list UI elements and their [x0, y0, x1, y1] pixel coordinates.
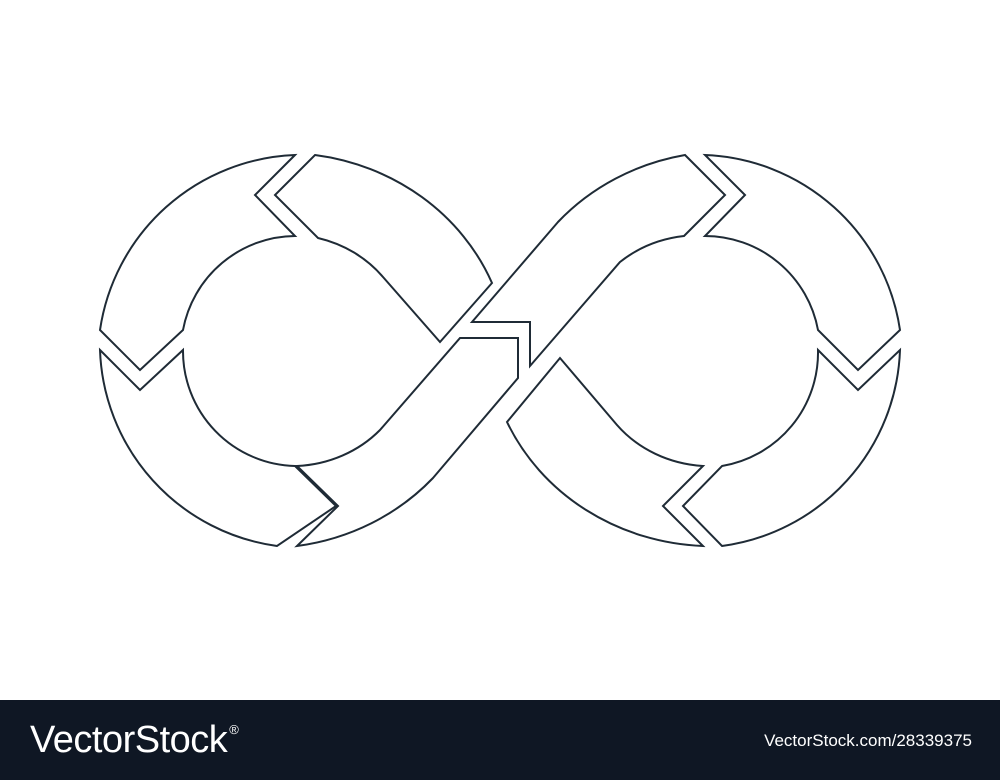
left-loop-top-right-arrow	[273, 153, 494, 344]
image-id-text: VectorStock.com/28339375	[764, 730, 972, 750]
infinity-arrows-illustration	[98, 153, 902, 548]
brand-name: VectorStock	[30, 719, 228, 761]
right-loop-top-right-arrow	[702, 153, 902, 372]
right-loop-bottom-right-arrow	[681, 347, 902, 548]
left-loop-bottom-left-arrow	[98, 347, 338, 548]
left-loop-top-left-arrow	[98, 153, 298, 372]
watermark-footer: VectorStock® VectorStock.com/28339375	[0, 700, 1000, 780]
registered-mark: ®	[229, 722, 239, 737]
left-loop-bottom-right-arrow	[294, 337, 519, 548]
right-loop-bottom-left-arrow	[505, 356, 706, 548]
brand-logo: VectorStock®	[30, 719, 239, 761]
right-loop-top-left-arrow	[469, 153, 727, 369]
infinity-arrows-outline-icon	[98, 153, 902, 548]
